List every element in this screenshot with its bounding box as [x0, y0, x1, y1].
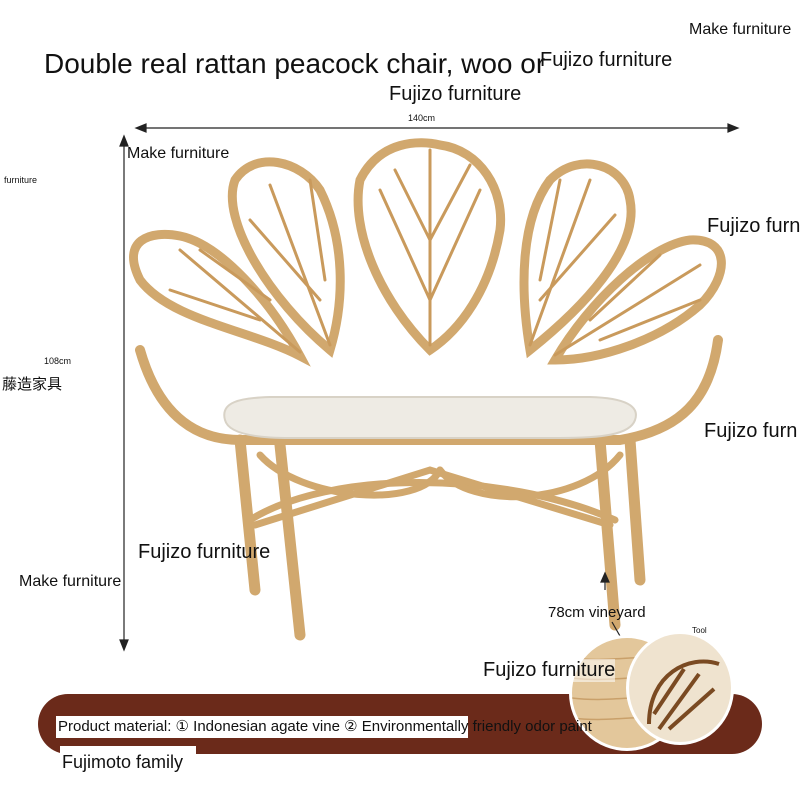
width-dimension-label: 140cm [408, 113, 436, 123]
seat-height-label: 78cm vineyard [548, 604, 646, 621]
watermark-make-left: Make furniture [127, 145, 230, 162]
page-title: Double real rattan peacock chair, woo or [44, 48, 546, 79]
watermark-furniture-small: furniture [4, 175, 38, 185]
rattan-weave-detail-image [626, 631, 734, 745]
product-material-text: Product material: ① Indonesian agate vin… [56, 716, 592, 738]
detail-tool-label: Tool [692, 626, 707, 635]
watermark-fujizo-mid: Fujizo furniture [138, 541, 271, 563]
height-dimension-label: 108cm [44, 356, 72, 366]
watermark-cjk-brand: 藤造家具 [2, 376, 63, 393]
watermark-fujizo-bottom: Fujizo furniture [483, 659, 616, 682]
watermark-fujizo-right-2: Fujizo furn [704, 420, 798, 442]
watermark-fujizo-second: Fujizo furniture [389, 83, 522, 105]
watermark-fujizo-top: Fujizo furniture [540, 49, 673, 71]
watermark-make-top-right: Make furniture [689, 21, 792, 38]
watermark-make-left-2: Make furniture [19, 573, 122, 590]
brand-family-text: Fujimoto family [60, 746, 196, 776]
watermark-fujizo-right-1: Fujizo furn [707, 215, 800, 237]
